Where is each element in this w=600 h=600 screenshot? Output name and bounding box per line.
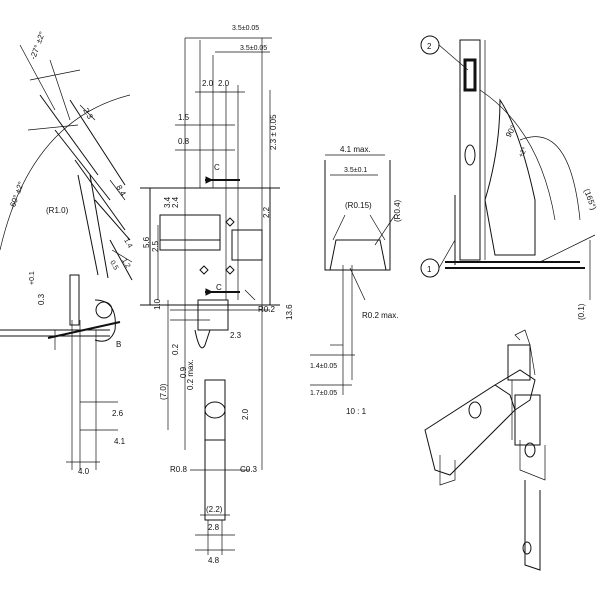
label-front-4-8: 4.8 — [208, 556, 220, 565]
label-side-90-tol: +2° — [517, 145, 529, 159]
label-section-r0-15: (R0.15) — [345, 201, 372, 210]
view-side-angle: 2 1 90° +2° (165°) (0.1) — [420, 35, 598, 320]
label-front-2-2b: (2.2) — [206, 505, 223, 514]
label-dim-8-4: 8.4 — [114, 184, 128, 199]
label-front-2-8: 2.8 — [208, 523, 220, 532]
view-isometric — [424, 329, 546, 571]
label-front-5-6: 5.6 — [142, 236, 151, 248]
label-dim-0-5: 0.5 — [108, 260, 119, 272]
label-section-scale: 10 : 1 — [346, 407, 367, 416]
label-side-90: 90° — [504, 124, 518, 139]
label-dim-1-2: 1.2 — [120, 258, 131, 270]
label-front-1-0: 1.0 — [153, 298, 162, 310]
label-section-3-5: 3.5±0.1 — [344, 167, 367, 174]
label-front-0-2-max: 0.2 max. — [186, 359, 195, 390]
label-front-r0-8: R0.8 — [170, 465, 187, 474]
label-section-1-7: 1.7±0.05 — [310, 390, 337, 397]
view-section-detail: 4.1 max. 3.5±0.1 (R0.15) (R0.4) R0.2 max… — [310, 145, 402, 416]
label-front-c1: C — [214, 163, 220, 172]
label-front-2-0b: 2.0 — [218, 79, 230, 88]
label-angle-top: -27° ±2° — [28, 30, 46, 60]
label-angle-main: -60° ±2° — [7, 180, 25, 210]
label-front-0-9: 0.9 — [179, 366, 188, 378]
label-front-c0-3: C0.3 — [240, 465, 257, 474]
label-front-7-0: (7.0) — [159, 383, 168, 400]
label-front-3-5a: 3.5±0.05 — [232, 25, 259, 32]
label-front-2-0a: 2.0 — [202, 79, 214, 88]
label-front-r0-2: R0.2 — [258, 305, 275, 314]
label-front-2-4: 2.4 — [171, 196, 180, 208]
label-symbol-b: B — [116, 340, 121, 349]
label-front-2-3: 2.3 — [230, 331, 242, 340]
label-dim-1-4: 1.4 — [122, 238, 133, 250]
label-dim-2-3: 2.3 — [81, 107, 95, 122]
label-side-0-1: (0.1) — [577, 303, 586, 320]
label-front-3-5b: 3.5±0.05 — [240, 45, 267, 52]
label-dim-0-3-tol: +0.1 — [29, 271, 36, 285]
label-dim-4-0: 4.0 — [78, 467, 90, 476]
label-section-1-4: 1.4±0.05 — [310, 363, 337, 370]
label-front-2-0c: 2.0 — [241, 408, 250, 420]
label-section-4-1-max: 4.1 max. — [340, 145, 371, 154]
label-front-c2: C — [216, 283, 222, 292]
label-front-1-5: 1.5 — [178, 113, 190, 122]
label-front-3-4: 3.4 — [163, 196, 172, 208]
label-front-0-2: 0.2 — [171, 343, 180, 355]
label-front-2-2: 2.2 — [262, 206, 271, 218]
label-section-r0-4: (R0.4) — [393, 199, 402, 222]
label-radius-1-0: (R1.0) — [46, 206, 69, 215]
label-dim-4-1: 4.1 — [114, 437, 126, 446]
label-balloon-1: 1 — [427, 265, 432, 274]
label-dim-2-6: 2.6 — [112, 409, 124, 418]
label-front-2-5: 2.5 — [151, 240, 160, 252]
label-front-0-8: 0.8 — [178, 137, 190, 146]
view-front-elevation: 3.5±0.05 3.5±0.05 2.0 2.0 1.5 0.8 C 2.3 … — [140, 25, 294, 565]
label-front-2-3-tol: 2.3 ± 0.05 — [269, 114, 278, 150]
view-angle-detail: -27° ±2° -60° ±2° 2.3 8.4 1.4 0.5 1.2 (R… — [0, 30, 133, 476]
label-front-13-6: 13.6 — [285, 304, 294, 320]
label-dim-0-3: 0.3 — [37, 293, 46, 305]
label-side-165: (165°) — [582, 188, 598, 212]
label-section-r0-2-max: R0.2 max. — [362, 311, 398, 320]
label-balloon-2: 2 — [427, 42, 432, 51]
